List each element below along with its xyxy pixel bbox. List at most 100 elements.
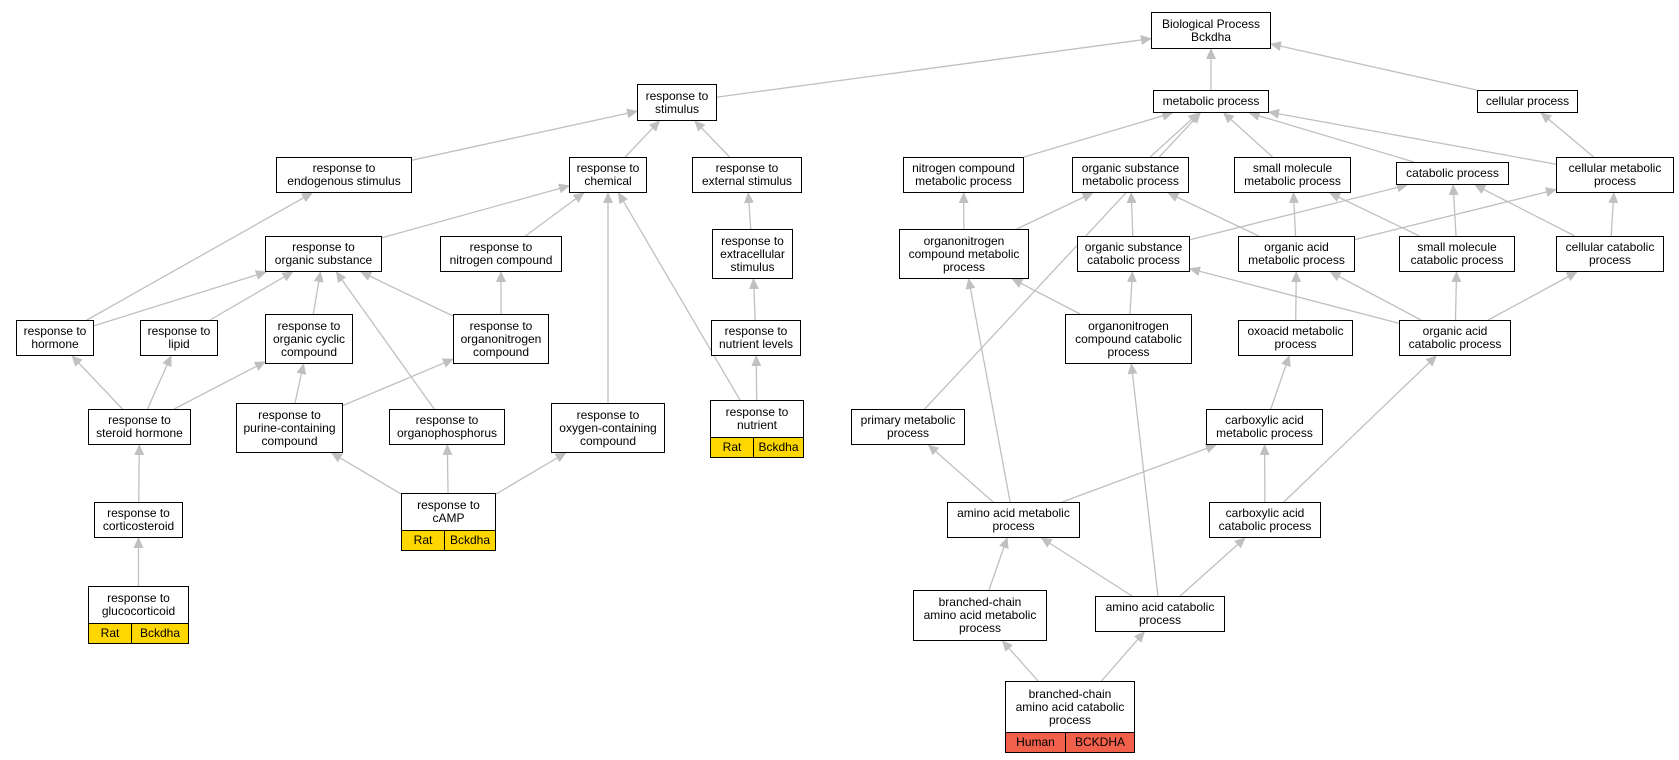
node-label: cellular metabolic process bbox=[1568, 161, 1662, 188]
edge-amino-acid-catabolic-to-carboxylic-acid-catabolic bbox=[1179, 537, 1246, 597]
node-response-to-nutrient-levels[interactable]: response to nutrient levels bbox=[711, 320, 801, 356]
node-label: response to hormone bbox=[23, 324, 87, 351]
node-organic-substance-catabolic[interactable]: organic substance catabolic process bbox=[1077, 236, 1190, 272]
edge-amino-acid-metabolic-to-organonitrogen-compound-metabolic bbox=[965, 278, 1011, 503]
node-label: response to organonitrogen compound bbox=[460, 318, 542, 359]
node-response-to-purine[interactable]: response to purine-containing compound bbox=[236, 403, 343, 453]
node-response-to-oxygen[interactable]: response to oxygen-containing compound bbox=[551, 403, 665, 453]
node-label: organic acid catabolic process bbox=[1408, 324, 1502, 351]
edge-response-to-organonitrogen-to-response-to-organic-substance bbox=[360, 271, 454, 317]
node-label: response to corticosteroid bbox=[102, 506, 175, 533]
node-label: nitrogen compound metabolic process bbox=[912, 161, 1015, 188]
node-label: branched-chain amino acid metabolic proc… bbox=[923, 595, 1037, 635]
node-cellular-metabolic[interactable]: cellular metabolic process bbox=[1556, 157, 1674, 193]
edge-response-to-stimulus-to-biological-process bbox=[716, 34, 1152, 98]
node-catabolic-process[interactable]: catabolic process bbox=[1396, 162, 1509, 185]
edge-response-to-organic-cyclic-to-response-to-organic-substance bbox=[312, 271, 324, 315]
node-label: response to stimulus bbox=[645, 88, 709, 116]
node-label: carboxylic acid metabolic process bbox=[1216, 413, 1313, 440]
edge-organonitrogen-compound-metabolic-to-organic-substance-metabolic bbox=[1016, 192, 1094, 230]
node-cellular-process[interactable]: cellular process bbox=[1477, 90, 1578, 113]
node-primary-metabolic[interactable]: primary metabolic process bbox=[851, 409, 965, 445]
edge-cellular-process-to-biological-process bbox=[1270, 41, 1478, 91]
node-response-to-extracellular-stimulus[interactable]: response to extracellular stimulus bbox=[712, 229, 793, 279]
node-response-to-organophosphorus[interactable]: response to organophosphorus bbox=[389, 409, 505, 445]
node-response-to-hormone[interactable]: response to hormone bbox=[16, 320, 94, 356]
node-organic-acid-metabolic[interactable]: organic acid metabolic process bbox=[1238, 236, 1355, 272]
node-label: amino acid metabolic process bbox=[957, 506, 1070, 533]
node-label: carboxylic acid catabolic process bbox=[1218, 506, 1312, 533]
edge-organic-substance-catabolic-to-organic-substance-metabolic bbox=[1126, 192, 1137, 237]
node-carboxylic-acid-catabolic[interactable]: carboxylic acid catabolic process bbox=[1209, 502, 1321, 538]
node-response-to-nitrogen-compound[interactable]: response to nitrogen compound bbox=[440, 236, 562, 272]
edge-response-to-hormone-to-response-to-organic-substance bbox=[93, 270, 267, 327]
edge-organic-acid-catabolic-to-organic-acid-metabolic bbox=[1329, 271, 1422, 321]
node-response-to-organic-substance[interactable]: response to organic substance bbox=[265, 236, 382, 272]
species-tag: Rat bbox=[402, 531, 444, 550]
node-metabolic-process[interactable]: metabolic process bbox=[1153, 90, 1269, 113]
node-bcaa-metabolic[interactable]: branched-chain amino acid metabolic proc… bbox=[913, 590, 1047, 641]
edge-response-to-purine-to-response-to-organonitrogen bbox=[342, 358, 454, 407]
node-label: branched-chain amino acid catabolic proc… bbox=[1015, 686, 1125, 727]
node-label: response to steroid hormone bbox=[96, 413, 183, 440]
node-organic-substance-metabolic[interactable]: organic substance metabolic process bbox=[1072, 157, 1189, 193]
edge-response-to-chemical-to-response-to-stimulus bbox=[624, 120, 661, 158]
node-label: small molecule metabolic process bbox=[1244, 161, 1341, 188]
node-organic-acid-catabolic[interactable]: organic acid catabolic process bbox=[1399, 320, 1511, 356]
node-response-to-lipid[interactable]: response to lipid bbox=[140, 320, 218, 356]
node-small-molecule-catabolic[interactable]: small molecule catabolic process bbox=[1399, 236, 1515, 272]
edge-small-molecule-catabolic-to-catabolic-process bbox=[1448, 184, 1459, 237]
edge-catabolic-process-to-metabolic-process bbox=[1248, 111, 1415, 163]
node-label: catabolic process bbox=[1406, 166, 1499, 180]
edge-amino-acid-metabolic-to-primary-metabolic bbox=[927, 444, 994, 503]
node-carboxylic-acid-metabolic[interactable]: carboxylic acid metabolic process bbox=[1206, 409, 1323, 445]
species-tag: Human bbox=[1006, 733, 1065, 752]
edge-organic-substance-catabolic-to-catabolic-process bbox=[1189, 182, 1408, 241]
node-label: response to organophosphorus bbox=[396, 413, 498, 440]
edge-response-to-purine-to-response-to-organic-cyclic bbox=[294, 363, 307, 404]
node-bcaa-catabolic[interactable]: branched-chain amino acid catabolic proc… bbox=[1005, 681, 1135, 753]
node-biological-process[interactable]: Biological Process Bckdha bbox=[1151, 12, 1271, 49]
node-label: Biological Process Bckdha bbox=[1161, 16, 1261, 44]
node-label: response to nutrient bbox=[725, 405, 789, 432]
node-amino-acid-metabolic[interactable]: amino acid metabolic process bbox=[947, 502, 1080, 538]
node-oxoacid-metabolic[interactable]: oxoacid metabolic process bbox=[1238, 320, 1353, 356]
node-response-to-endogenous-stimulus[interactable]: response to endogenous stimulus bbox=[276, 157, 412, 193]
node-cellular-catabolic[interactable]: cellular catabolic process bbox=[1556, 236, 1664, 272]
node-organonitrogen-compound-catabolic[interactable]: organonitrogen compound catabolic proces… bbox=[1065, 314, 1192, 364]
gene-tag: Bckdha bbox=[131, 624, 188, 643]
node-response-to-external-stimulus[interactable]: response to external stimulus bbox=[692, 157, 802, 193]
edge-organic-acid-catabolic-to-organic-substance-catabolic bbox=[1189, 266, 1400, 324]
edge-amino-acid-catabolic-to-organonitrogen-compound-catabolic bbox=[1127, 363, 1159, 597]
node-organonitrogen-compound-metabolic[interactable]: organonitrogen compound metabolic proces… bbox=[899, 229, 1029, 279]
edge-response-to-nitrogen-compound-to-response-to-chemical bbox=[524, 192, 585, 237]
node-label: response to nutrient levels bbox=[718, 324, 794, 351]
edge-organic-acid-metabolic-to-small-molecule-metabolic bbox=[1288, 192, 1299, 237]
node-amino-acid-catabolic[interactable]: amino acid catabolic process bbox=[1095, 596, 1225, 632]
node-label: response to lipid bbox=[147, 324, 211, 351]
node-label: organic substance catabolic process bbox=[1084, 240, 1183, 267]
edge-cellular-catabolic-to-cellular-metabolic bbox=[1608, 192, 1619, 237]
node-response-to-corticosteroid[interactable]: response to corticosteroid bbox=[94, 502, 183, 538]
edge-response-to-external-stimulus-to-response-to-stimulus bbox=[694, 120, 731, 158]
edge-cellular-metabolic-to-metabolic-process bbox=[1268, 108, 1557, 165]
edge-carboxylic-acid-catabolic-to-organic-acid-catabolic bbox=[1283, 355, 1437, 503]
node-response-to-stimulus[interactable]: response to stimulus bbox=[637, 84, 717, 121]
node-response-to-steroid-hormone[interactable]: response to steroid hormone bbox=[88, 409, 191, 445]
edge-cellular-metabolic-to-cellular-process bbox=[1540, 112, 1594, 158]
node-response-to-organonitrogen[interactable]: response to organonitrogen compound bbox=[453, 314, 549, 364]
node-small-molecule-metabolic[interactable]: small molecule metabolic process bbox=[1234, 157, 1351, 193]
node-label: small molecule catabolic process bbox=[1410, 240, 1504, 267]
node-nitrogen-compound-metabolic[interactable]: nitrogen compound metabolic process bbox=[903, 157, 1024, 193]
node-label: organonitrogen compound metabolic proces… bbox=[908, 233, 1020, 274]
node-response-to-chemical[interactable]: response to chemical bbox=[569, 157, 647, 193]
edge-cellular-catabolic-to-catabolic-process bbox=[1474, 184, 1576, 237]
node-response-to-organic-cyclic[interactable]: response to organic cyclic compound bbox=[265, 314, 353, 364]
edge-bcaa-catabolic-to-amino-acid-catabolic bbox=[1100, 631, 1145, 682]
